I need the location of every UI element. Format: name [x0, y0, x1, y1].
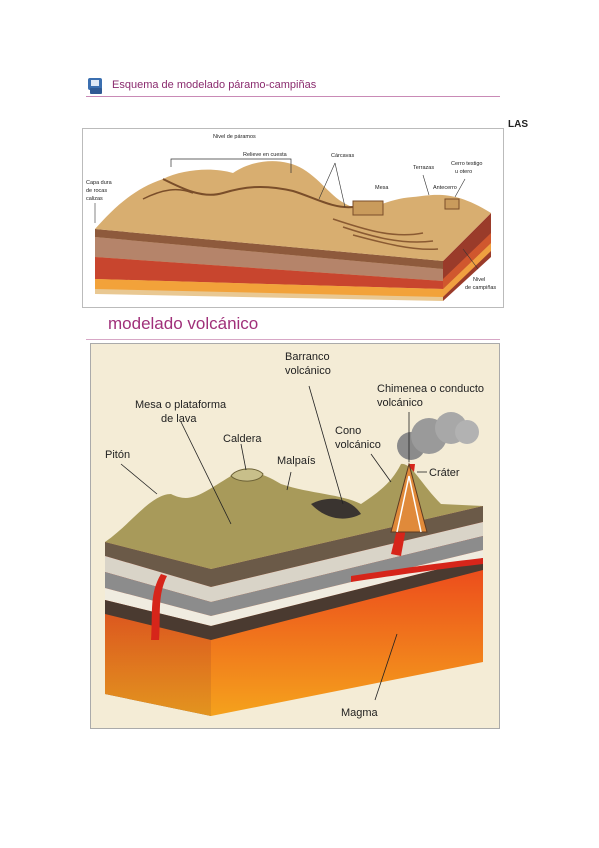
label-relieve-cuesta: Relieve en cuesta: [243, 152, 288, 158]
section-title-volcanico: modelado volcánico: [108, 314, 259, 333]
label-magma: Magma: [341, 707, 379, 719]
section-title-paramo: Esquema de modelado páramo-campiñas: [112, 79, 317, 91]
label-malpais: Malpaís: [277, 455, 316, 467]
label-cono-2: volcánico: [335, 439, 381, 451]
label-carcavas: Cárcavas: [331, 153, 354, 159]
label-terrazas: Terrazas: [413, 165, 434, 171]
label-nivel-paramos: Nivel de páramos: [213, 134, 256, 140]
divider: [86, 96, 500, 97]
book-icon: [88, 78, 102, 94]
side-text: LAS: [508, 119, 528, 130]
label-cerro-testigo-1: Cerro testigo: [451, 161, 483, 167]
label-barranco-1: Barranco: [285, 351, 330, 363]
volcano-illustration: Barranco volcánico Chimenea o conducto v…: [105, 351, 484, 719]
label-mesa-1: Mesa o plataforma: [135, 399, 227, 411]
label-piton: Pitón: [105, 449, 130, 461]
label-capa-2: de rocas: [86, 188, 107, 194]
diagram-paramo-campinas: Nivel de páramos Relieve en cuesta Cárca…: [82, 128, 504, 308]
label-capa-1: Capa dura: [86, 180, 113, 186]
label-chimenea-1: Chimenea o conducto: [377, 383, 484, 395]
label-nivel-campinas-2: de campiñas: [465, 285, 496, 291]
label-cono-1: Cono: [335, 425, 361, 437]
paramo-illustration: Nivel de páramos Relieve en cuesta Cárca…: [86, 134, 496, 301]
divider: [86, 339, 500, 340]
diagram-modelado-volcanico: Barranco volcánico Chimenea o conducto v…: [90, 343, 500, 729]
section-header-paramo: Esquema de modelado páramo-campiñas: [86, 76, 500, 98]
label-chimenea-2: volcánico: [377, 397, 423, 409]
label-antecerro: Antecerro: [433, 185, 457, 191]
section-header-volcanico: modelado volcánico: [86, 314, 500, 342]
label-mesa: Mesa: [375, 185, 389, 191]
label-barranco-2: volcánico: [285, 365, 331, 377]
label-capa-3: calizas: [86, 196, 103, 202]
label-mesa-2: de lava: [161, 413, 197, 425]
label-crater: Cráter: [429, 467, 460, 479]
label-nivel-campinas-1: Nivel: [473, 277, 485, 283]
label-caldera: Caldera: [223, 433, 262, 445]
label-cerro-testigo-2: u otero: [455, 169, 472, 175]
